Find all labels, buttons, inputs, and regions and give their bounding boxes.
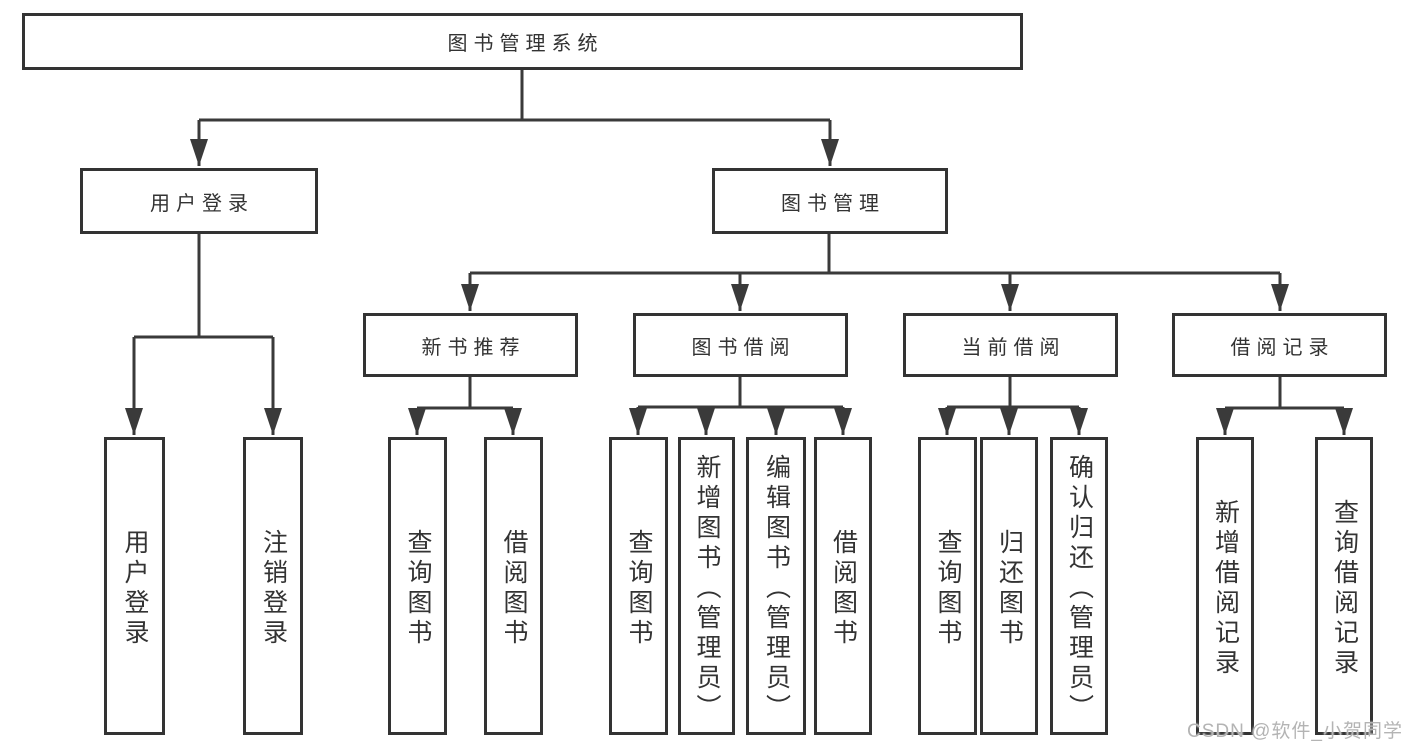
node-book-management: 图书管理 (712, 168, 948, 234)
leaf-add-books-admin: 新增图书（管理员） (678, 437, 735, 735)
leaf-confirm-return-admin: 确认归还（管理员） (1050, 437, 1108, 735)
leaf-add-borrow-record: 新增借阅记录 (1196, 437, 1254, 735)
leaf-borrow-books-recommend: 借阅图书 (484, 437, 543, 735)
connector-record-to-leaves (1225, 377, 1344, 410)
leaf-query-books-current: 查询图书 (918, 437, 977, 735)
connector-current-to-leaves (947, 377, 1079, 409)
leaf-logout: 注销登录 (243, 437, 303, 735)
leaf-user-login: 用户登录 (104, 437, 165, 735)
connector-login-to-leaves (134, 234, 273, 339)
leaf-query-books-recommend: 查询图书 (388, 437, 447, 735)
csdn-watermark: CSDN @软件_小贺同学 (1187, 721, 1403, 742)
node-book-borrowing: 图书借阅 (633, 313, 848, 377)
node-borrowing-records: 借阅记录 (1172, 313, 1387, 377)
connector-root-to-level2 (199, 69, 830, 122)
node-current-borrowing: 当前借阅 (903, 313, 1118, 377)
leaf-edit-books-admin: 编辑图书（管理员） (746, 437, 806, 735)
connector-rec-to-leaves (417, 377, 513, 410)
node-user-login: 用户登录 (80, 168, 318, 234)
connector-mgmt-to-level3 (470, 234, 1280, 275)
leaf-return-books: 归还图书 (980, 437, 1038, 735)
connector-borrow-to-leaves (638, 377, 843, 409)
leaf-query-borrow-record: 查询借阅记录 (1315, 437, 1373, 735)
node-system-title: 图书管理系统 (22, 13, 1023, 70)
leaf-query-books-borrowing: 查询图书 (609, 437, 668, 735)
node-new-book-recommend: 新书推荐 (363, 313, 578, 377)
leaf-borrow-books: 借阅图书 (814, 437, 872, 735)
